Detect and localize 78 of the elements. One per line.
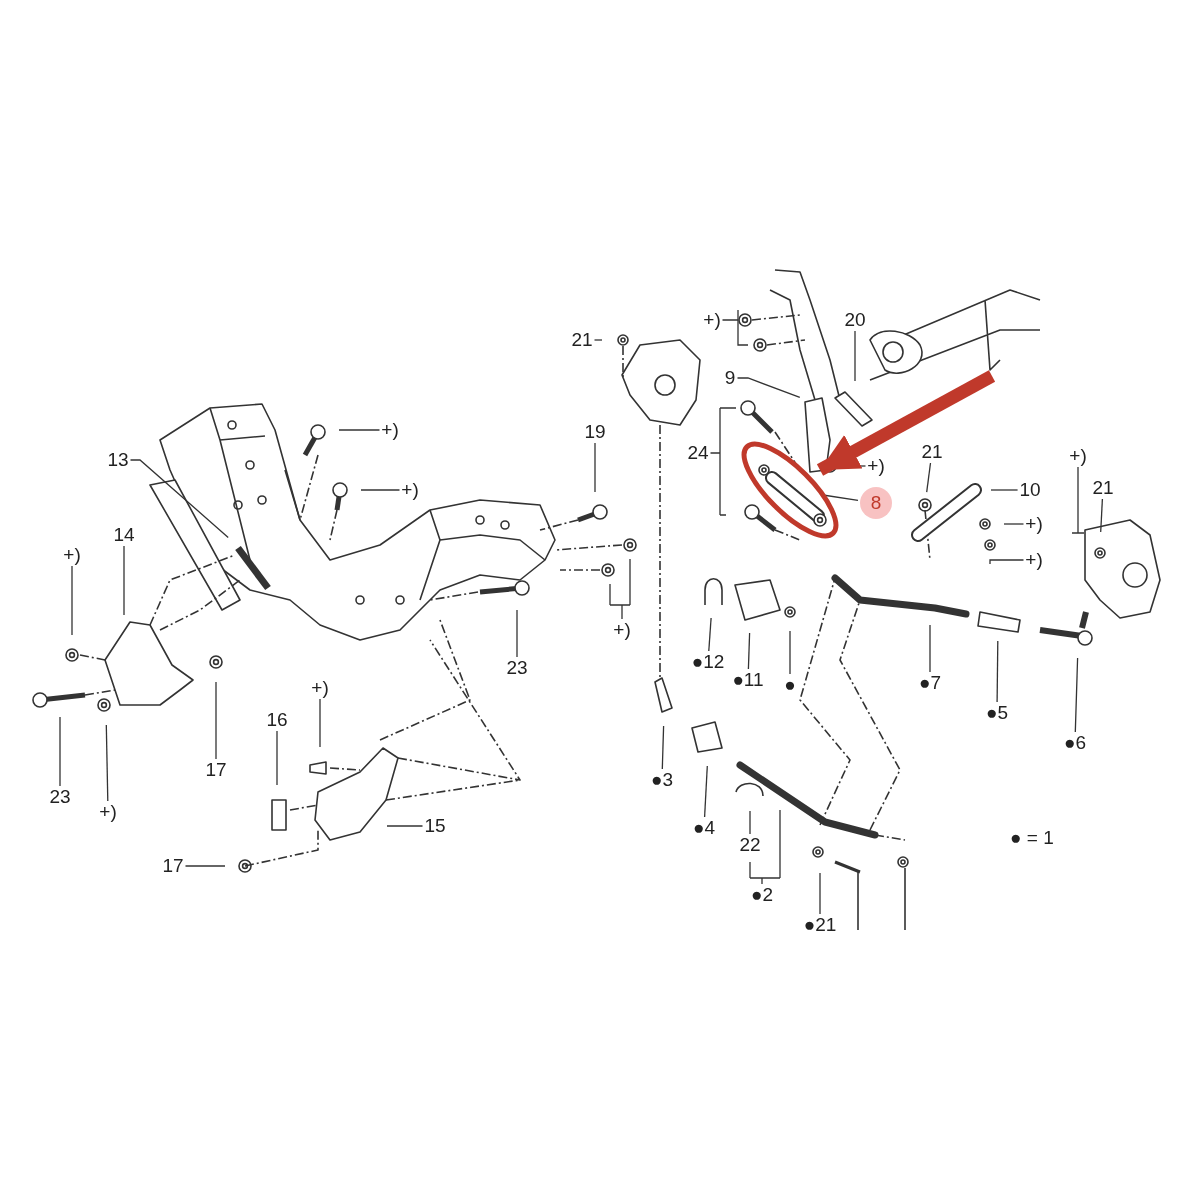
callout-number: 17: [162, 856, 184, 876]
leader-line: [386, 825, 424, 827]
leader-line: [59, 716, 61, 787]
callout-number: ●: [784, 675, 796, 695]
leader-line: [736, 377, 801, 399]
leader-line: [215, 681, 217, 760]
callout-number: ●5: [986, 703, 1008, 723]
callout-number: 24: [687, 443, 709, 463]
callout-number: 16: [266, 710, 288, 730]
callout-number: +): [867, 456, 885, 476]
leader-line: [71, 565, 73, 636]
leader-line: [105, 724, 109, 802]
callout-number: +): [703, 310, 721, 330]
leader-line: [708, 617, 712, 652]
callout-number: +): [99, 802, 117, 822]
callout-number: ●21: [803, 915, 837, 935]
callout-number: ●4: [693, 818, 715, 838]
leader-line: [749, 809, 781, 885]
callout-number: +): [1025, 514, 1043, 534]
leader-line: [996, 640, 999, 703]
leader-line: [926, 462, 932, 493]
callout-number: 21: [571, 330, 593, 350]
leader-line: [1100, 498, 1104, 533]
callout-number: +): [1069, 446, 1087, 466]
leader-line: [360, 489, 401, 491]
callout-number: 22: [739, 835, 761, 855]
callout-number: 23: [49, 787, 71, 807]
callout-number: 21: [921, 442, 943, 462]
leader-line: [1074, 657, 1079, 733]
callout-number: 19: [584, 422, 606, 442]
callout-number: +): [401, 480, 419, 500]
callout-number: 9: [724, 368, 736, 388]
leader-line: [749, 810, 751, 835]
leader-line: [123, 545, 125, 616]
leader-line: [721, 309, 749, 346]
leader-line: [516, 609, 518, 658]
callout-number: 14: [113, 525, 135, 545]
leader-line: [338, 429, 381, 431]
callout-number: 21: [1092, 478, 1114, 498]
leader-line: [184, 865, 226, 867]
callout-number: 13: [107, 450, 129, 470]
leader-line: [789, 630, 791, 675]
callout-number: +): [381, 420, 399, 440]
leader-line: [1071, 466, 1085, 534]
callout-number: ●12: [691, 652, 725, 672]
callout-number: 20: [844, 310, 866, 330]
leader-line: [319, 698, 321, 748]
leader-line: [990, 489, 1019, 491]
callout-number: 15: [424, 816, 446, 836]
leader-line: [747, 632, 751, 670]
callout-number: ●7: [919, 673, 941, 693]
leader-line: [276, 730, 278, 786]
leader-line: [129, 459, 229, 539]
callout-number: ●11: [732, 670, 764, 690]
callout-number: +): [311, 678, 329, 698]
callout-number: +): [1025, 550, 1043, 570]
callout-number: 17: [205, 760, 227, 780]
leader-line: [661, 725, 665, 770]
leader-line: [854, 330, 856, 382]
callout-number: +): [63, 545, 81, 565]
callout-number: 8: [860, 487, 892, 519]
leader-line: [929, 624, 931, 673]
leader-line: [819, 872, 821, 915]
leader-line: [703, 765, 708, 818]
callout-number: ●6: [1064, 733, 1086, 753]
callout-number: ●2: [751, 885, 773, 905]
leader-line: [989, 559, 1025, 565]
highlight-arrow: [816, 370, 996, 476]
callout-number: ●3: [651, 770, 673, 790]
callout-number: 10: [1019, 480, 1041, 500]
key-note: ● = 1: [1010, 828, 1054, 848]
callout-number: 23: [506, 658, 528, 678]
leader-line: [594, 442, 596, 493]
leader-line: [1003, 523, 1025, 525]
leader-line: [609, 558, 631, 620]
leader-line: [709, 407, 737, 516]
callout-number: +): [613, 620, 631, 640]
leader-line: [593, 339, 603, 341]
